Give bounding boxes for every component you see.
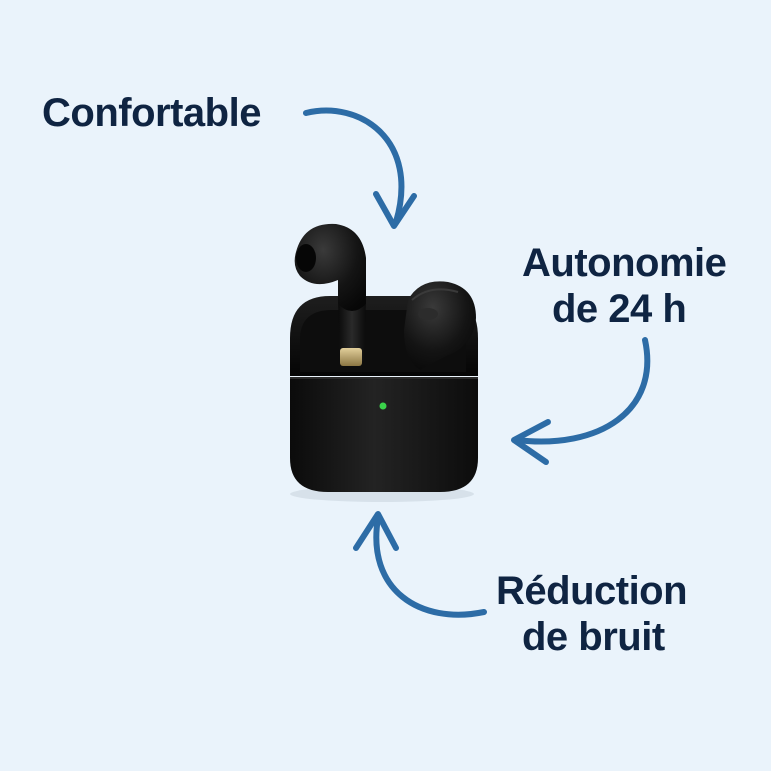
left-earbud-icon bbox=[294, 223, 366, 366]
arrow-to-earbuds-from-comfort bbox=[303, 107, 417, 229]
arrow-to-case-from-noise-reduction bbox=[353, 511, 487, 618]
feature-autonomy-line1: Autonomie bbox=[522, 241, 727, 285]
arrow-to-case-from-autonomy bbox=[511, 337, 651, 465]
feature-noise-reduction-line2: de bruit bbox=[522, 615, 665, 659]
feature-noise-reduction-line1: Réduction bbox=[496, 569, 688, 613]
feature-autonomy-label: Autonomie de 24 h bbox=[522, 240, 727, 332]
status-led bbox=[379, 402, 387, 410]
feature-comfort-label: Confortable bbox=[42, 90, 261, 136]
feature-noise-reduction-label: Réduction de bruit bbox=[496, 568, 688, 660]
feature-comfort-text: Confortable bbox=[42, 91, 261, 135]
earbuds-case-icon bbox=[290, 296, 478, 502]
right-earbud-icon bbox=[404, 281, 476, 370]
feature-autonomy-line2: de 24 h bbox=[552, 287, 687, 331]
